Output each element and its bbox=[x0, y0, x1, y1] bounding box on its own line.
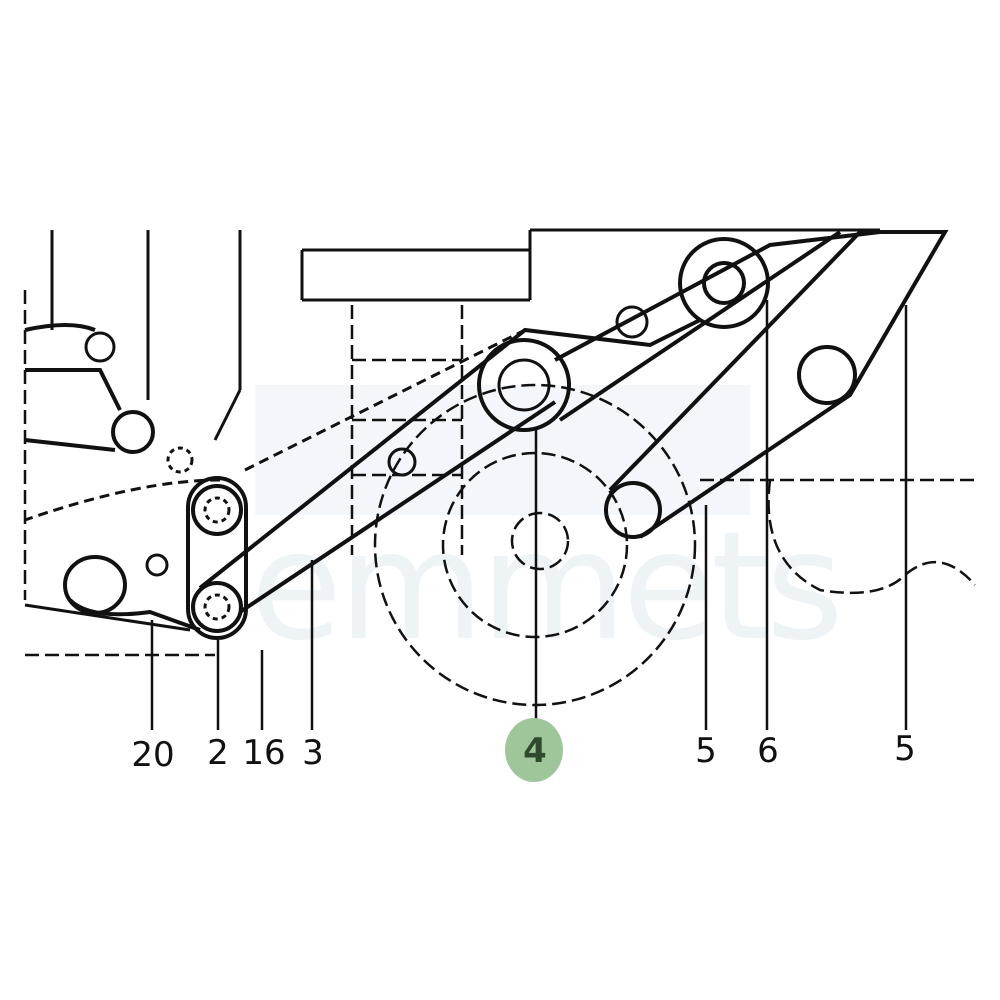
part-label-3[interactable]: 3 bbox=[302, 733, 324, 773]
watermark-logo: emmets bbox=[250, 500, 844, 674]
part-label-5[interactable]: 5 bbox=[695, 731, 717, 771]
highlighted-part-marker[interactable] bbox=[505, 718, 563, 782]
part-label-2[interactable]: 2 bbox=[207, 733, 229, 773]
part-label-16[interactable]: 16 bbox=[242, 733, 286, 773]
part-label-5-right[interactable]: 5 bbox=[894, 729, 916, 769]
part-label-6[interactable]: 6 bbox=[757, 731, 779, 771]
part-label-20[interactable]: 20 bbox=[131, 735, 175, 775]
part-label-4-highlighted[interactable]: 4 bbox=[523, 731, 547, 771]
watermark-band bbox=[255, 385, 750, 515]
